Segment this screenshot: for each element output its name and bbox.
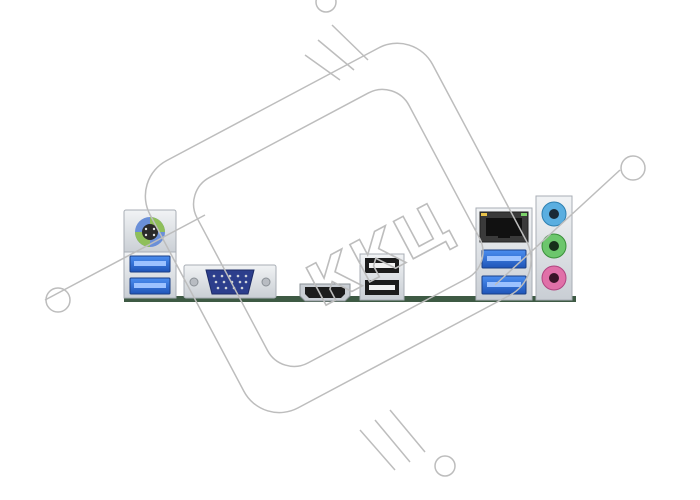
lan-usb3-stack bbox=[475, 207, 533, 301]
audio-jack-line-out bbox=[541, 233, 567, 259]
usb2-stack bbox=[359, 253, 405, 301]
pcb-edge bbox=[124, 296, 576, 302]
audio-jack-line-in bbox=[541, 201, 567, 227]
audio-jack-mic bbox=[541, 265, 567, 291]
audio-jack-stack bbox=[535, 195, 573, 301]
rj45-lan-port bbox=[479, 211, 529, 243]
hdmi-port bbox=[299, 283, 351, 302]
usb3-stack-left bbox=[123, 251, 177, 299]
